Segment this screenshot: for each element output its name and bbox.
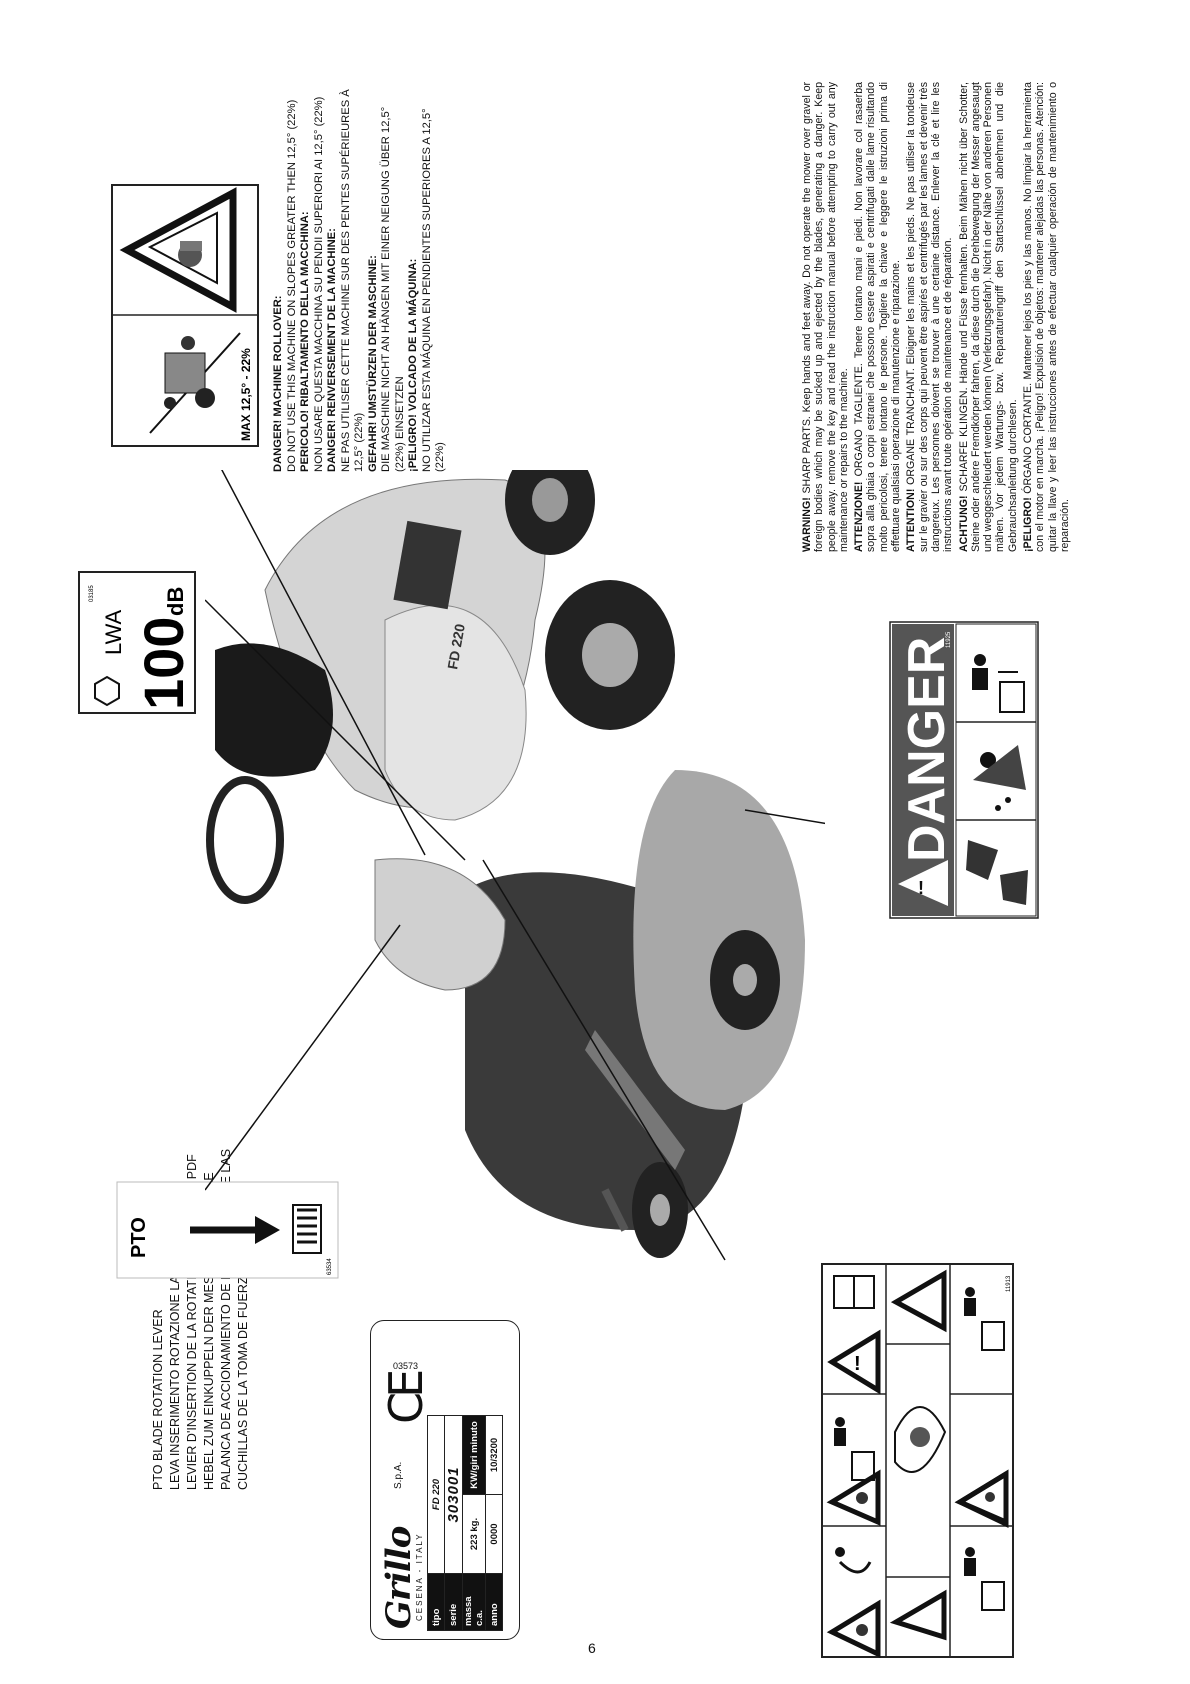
- svg-text:!: !: [918, 878, 924, 898]
- warning-body: ORGANE TRANCHANT. Eloigner les mains et …: [905, 82, 955, 552]
- page-number: 6: [588, 1640, 596, 1656]
- rollover-triangle-icon: [889, 1589, 947, 1641]
- warning-head: ATTENTION!: [905, 488, 918, 552]
- plate-key: massa c.a.: [462, 1573, 486, 1631]
- pto-sticker: PTO 63534: [116, 1181, 339, 1279]
- rollover-warning-text: DANGER! MACHINE ROLLOVER:DO NOT USE THIS…: [272, 82, 448, 472]
- brand-logo: Grillo: [379, 1526, 419, 1629]
- table-row: tipo FD 220: [427, 1415, 445, 1631]
- brand-suffix: S.p.A.: [393, 1461, 404, 1489]
- rollover-body: NON USARE QUESTA MACCHINA SU PENDII SUPE…: [312, 96, 325, 472]
- identification-plate: Grillo S.p.A. CESENA - ITALY tipo FD 220…: [370, 1320, 520, 1640]
- rollover-head: ¡PELIGRO! VOLCADO DE LA MÁQUINA:: [407, 258, 419, 472]
- rollover-tractor-icon: [149, 332, 241, 434]
- noise-value: 100: [132, 617, 195, 710]
- table-row: massa c.a. 223 kg. KW/giri minuto: [462, 1415, 486, 1631]
- sound-power-icon: [94, 675, 120, 707]
- table-row: serie 303001: [444, 1415, 463, 1631]
- pto-code: 63534: [327, 1258, 333, 1275]
- thrown-objects-icon: [835, 1547, 872, 1574]
- plate-key: tipo: [427, 1573, 445, 1631]
- warning-triangle-icon: [119, 187, 237, 313]
- caption-line: LEVIER D'INSERTION DE LA ROTATION DES LA…: [185, 1154, 199, 1490]
- plate-kw-label: KW/giri minuto: [462, 1415, 486, 1495]
- arrow-down-icon: [190, 1216, 280, 1244]
- rollover-body: NO UTILIZAR ESTA MÁQUINA EN PENDIENTES S…: [420, 108, 447, 472]
- slope-triangle-icon: [890, 1269, 947, 1333]
- sharp-parts-warning-text: WARNING! SHARP PARTS. Keep hands and fee…: [801, 82, 1074, 552]
- pto-label: PTO: [128, 1217, 150, 1258]
- plate-value: 303001: [444, 1415, 463, 1574]
- svg-text:!: !: [854, 1353, 861, 1375]
- symbols-code: 11913: [1006, 1275, 1012, 1292]
- safety-symbols-sticker: ! 11913: [821, 1263, 1014, 1658]
- plate-key: anno: [485, 1573, 503, 1631]
- cutting-hands-feet-icon: [966, 840, 1028, 905]
- warning-body: SCHARFE KLINGEN. Hände und Füsse fernhal…: [957, 82, 1019, 552]
- ce-mark: CE: [379, 1374, 433, 1424]
- foot-cut-triangle-icon: [826, 1599, 881, 1658]
- noise-label: LWA: [101, 609, 126, 655]
- plate-kw-value: 10/3200: [485, 1415, 503, 1495]
- warning-body: ORGANO TAGLIENTE. Tenere lontano mani e …: [853, 82, 903, 552]
- exclamation-triangle-icon: !: [898, 860, 948, 906]
- plate-code: 03573: [393, 1361, 419, 1371]
- rollover-head: PERICOLO! RIBALTAMENTO DELLA MACCHINA:: [299, 211, 311, 472]
- rollover-head: DANGER! RENVERSEMENT DE LA MACHINE:: [326, 228, 338, 472]
- plate-value: 223 kg.: [462, 1494, 486, 1574]
- brand-origin: CESENA - ITALY: [415, 1532, 424, 1621]
- warning-head: ATTENZIONE!: [853, 481, 866, 552]
- keep-distance-icon: [834, 1417, 875, 1481]
- read-manual-icon: [833, 1275, 875, 1309]
- caption-line: PTO BLADE ROTATION LEVER: [151, 1309, 165, 1490]
- rollover-head: GEFAHR! UMSTÜRZEN DER MASCHINE:: [366, 255, 379, 472]
- rollover-body: DIE MASCHINE NICHT AN HÄNGEN MIT EINER N…: [380, 106, 406, 472]
- warning-head: ACHTUNG!: [957, 495, 970, 553]
- noise-code: 03185: [89, 585, 95, 602]
- danger-sticker: ! DANGER 11925: [889, 621, 1039, 919]
- danger-code: 11925: [946, 631, 952, 648]
- blade-engage-icon: [292, 1204, 322, 1254]
- rollover-sticker: MAX 12,5° - 22%: [111, 184, 259, 447]
- thrown-objects-icon: [973, 745, 1026, 811]
- callout-lines: [205, 470, 825, 1261]
- noise-unit: dB: [163, 587, 188, 616]
- warning-body: ÓRGANO CORTANTE. Mantener lejos los pies…: [1022, 82, 1071, 552]
- tipping-hazard-icon: [894, 1406, 947, 1473]
- rollover-head: DANGER! MACHINE ROLLOVER:: [272, 295, 284, 472]
- lawn-tractor-illustration: FD 220: [205, 470, 825, 1261]
- slope-limit-label: MAX 12,5° - 22%: [239, 348, 253, 441]
- warning-triangle-icon: !: [827, 1329, 881, 1395]
- plate-table: tipo FD 220 serie 303001 massa c.a. 223 …: [427, 1415, 503, 1631]
- rollover-body: DO NOT USE THIS MACHINE ON SLOPES GREATE…: [285, 99, 298, 472]
- table-row: anno 0000 10/3200: [485, 1415, 503, 1631]
- plate-value: FD 220: [427, 1415, 445, 1574]
- keep-distance-icon: [964, 1547, 1005, 1611]
- keep-distance-icon: [972, 654, 1025, 713]
- caption-line: LEVA INSERIMENTO ROTAZIONE LAME P.T.O.: [168, 1220, 182, 1490]
- warning-head: ¡PELIGRO!: [1022, 497, 1035, 552]
- plate-key: serie: [444, 1573, 463, 1631]
- people-away-triangle-icon: [954, 1469, 1009, 1528]
- rollover-body: NE PAS UTILISER CETTE MACHINE SUR DES PE…: [339, 89, 366, 472]
- danger-title: DANGER: [898, 637, 956, 862]
- keep-distance-icon: [964, 1287, 1005, 1351]
- hand-cut-triangle-icon: [826, 1469, 881, 1526]
- model-badge: FD 220: [444, 622, 468, 670]
- noise-level-sticker: LWA 03185 100 dB: [78, 571, 196, 714]
- plate-value: 0000: [485, 1494, 503, 1574]
